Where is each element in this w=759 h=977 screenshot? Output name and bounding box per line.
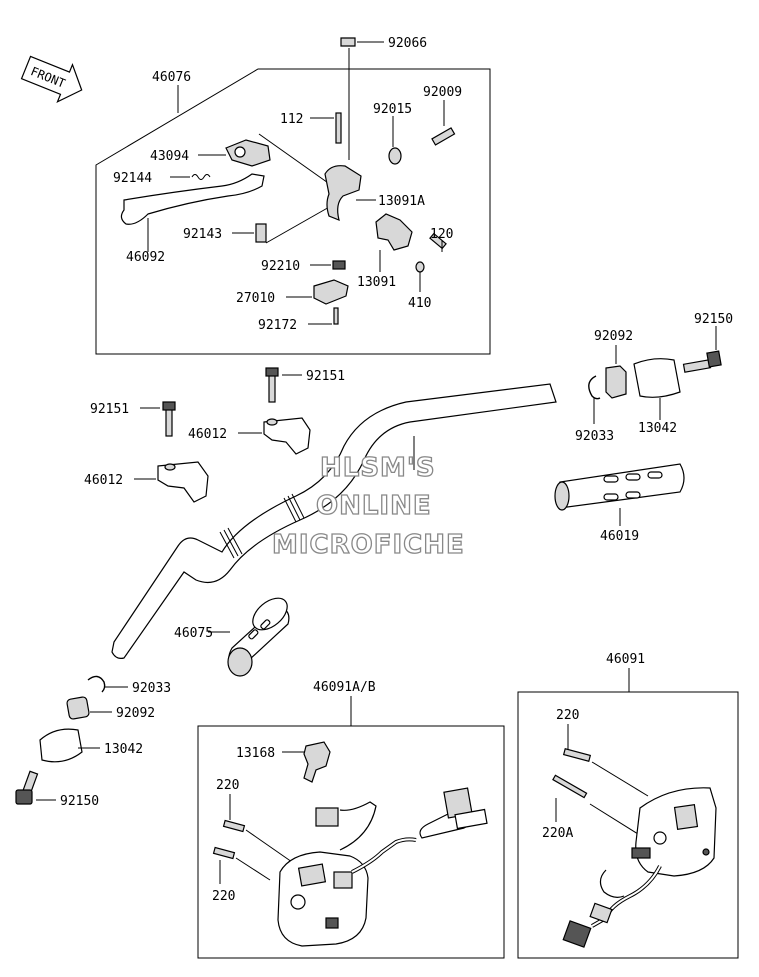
- part-46075-grip: [227, 597, 290, 677]
- label-92009: 92009: [423, 85, 462, 100]
- label-92143: 92143: [183, 227, 222, 242]
- part-43094-adjuster: [225, 139, 271, 167]
- part-92033-circlip-bottom: [87, 675, 106, 693]
- part-92009-screw: [431, 100, 456, 146]
- label-92092-top: 92092: [594, 329, 633, 344]
- part-92066-cap: [340, 37, 384, 160]
- watermark-line1: HLSM'S: [320, 453, 436, 483]
- label-92144: 92144: [113, 171, 152, 186]
- label-92066: 92066: [388, 36, 427, 51]
- part-13091-clamp: [375, 213, 413, 251]
- label-46012-a: 46012: [188, 427, 227, 442]
- part-220-screw-c: [562, 748, 592, 762]
- part-220-screw-a: [222, 819, 246, 833]
- label-92210: 92210: [261, 259, 300, 274]
- label-410: 410: [408, 296, 431, 311]
- handlebar: [111, 383, 557, 659]
- part-46091-switch-housing: [631, 787, 717, 877]
- label-120: 120: [430, 227, 453, 242]
- part-92015-washer: [388, 147, 402, 165]
- label-43094: 43094: [150, 149, 189, 164]
- part-92033-circlip-top: [588, 375, 601, 400]
- label-112: 112: [280, 112, 303, 127]
- label-92033-top: 92033: [575, 429, 614, 444]
- part-46012-holder-a: [263, 417, 311, 455]
- label-46012-b: 46012: [84, 473, 123, 488]
- label-92033-bottom: 92033: [132, 681, 171, 696]
- label-92150-top: 92150: [694, 312, 733, 327]
- part-92092-weight-bottom: [66, 696, 90, 720]
- label-13042-bottom: 13042: [104, 742, 143, 757]
- part-46091AB-wiring: [315, 787, 488, 874]
- part-92150-bolt-top: [682, 350, 722, 373]
- part-92143-collar: [255, 223, 267, 243]
- watermark-line2: ONLINE: [316, 491, 432, 521]
- label-46019: 46019: [600, 529, 639, 544]
- label-13091A: 13091A: [378, 194, 425, 209]
- label-46091AB: 46091A/B: [313, 680, 376, 695]
- part-220-screw-b: [212, 846, 236, 860]
- label-13042-top: 13042: [638, 421, 677, 436]
- label-27010: 27010: [236, 291, 275, 306]
- label-220-c: 220: [556, 708, 579, 723]
- label-92172: 92172: [258, 318, 297, 333]
- label-46092: 46092: [126, 250, 165, 265]
- part-92172-screw: [333, 307, 339, 325]
- part-92150-bolt-bottom: [15, 770, 39, 805]
- part-410-washer: [415, 261, 425, 273]
- part-13168-holder: [303, 741, 331, 783]
- label-46091: 46091: [606, 652, 645, 667]
- part-92210-nut: [332, 260, 346, 270]
- label-92092-bottom: 92092: [116, 706, 155, 721]
- part-46092-lever: [120, 173, 265, 225]
- front-arrow: FRONT: [20, 55, 83, 104]
- part-46091-wiring: [562, 865, 662, 948]
- label-13168: 13168: [236, 746, 275, 761]
- part-112-bolt: [335, 112, 342, 144]
- label-92015: 92015: [373, 102, 412, 117]
- label-46075: 46075: [174, 626, 213, 641]
- label-92151-a: 92151: [306, 369, 345, 384]
- watermark-line3: MICROFICHE: [272, 530, 465, 560]
- part-46091AB-switch-housing: [277, 851, 369, 947]
- label-220-b: 220: [212, 889, 235, 904]
- lever-assembly-frame: [95, 68, 491, 355]
- label-220A: 220A: [542, 826, 573, 841]
- label-92150-bottom: 92150: [60, 794, 99, 809]
- part-27010-switch: [313, 279, 349, 305]
- part-92092-weight-top: [605, 365, 627, 399]
- switch-assembly-left-frame: [197, 725, 505, 959]
- part-46012-holder-b: [157, 461, 209, 503]
- label-92151-b: 92151: [90, 402, 129, 417]
- part-220A-screw: [552, 774, 588, 799]
- part-13042-endcap-bottom: [39, 728, 83, 763]
- handlebar-knurl-right: [283, 493, 305, 523]
- handlebar-knurl-left: [219, 527, 243, 559]
- part-13042-endcap-top: [633, 358, 681, 398]
- part-46019-grip: [554, 463, 685, 511]
- switch-assembly-right-frame: [517, 691, 739, 959]
- part-92144-spring: [191, 174, 211, 180]
- part-13091A-clamp: [324, 165, 362, 221]
- label-220-a: 220: [216, 778, 239, 793]
- label-46076: 46076: [152, 70, 191, 85]
- label-13091: 13091: [357, 275, 396, 290]
